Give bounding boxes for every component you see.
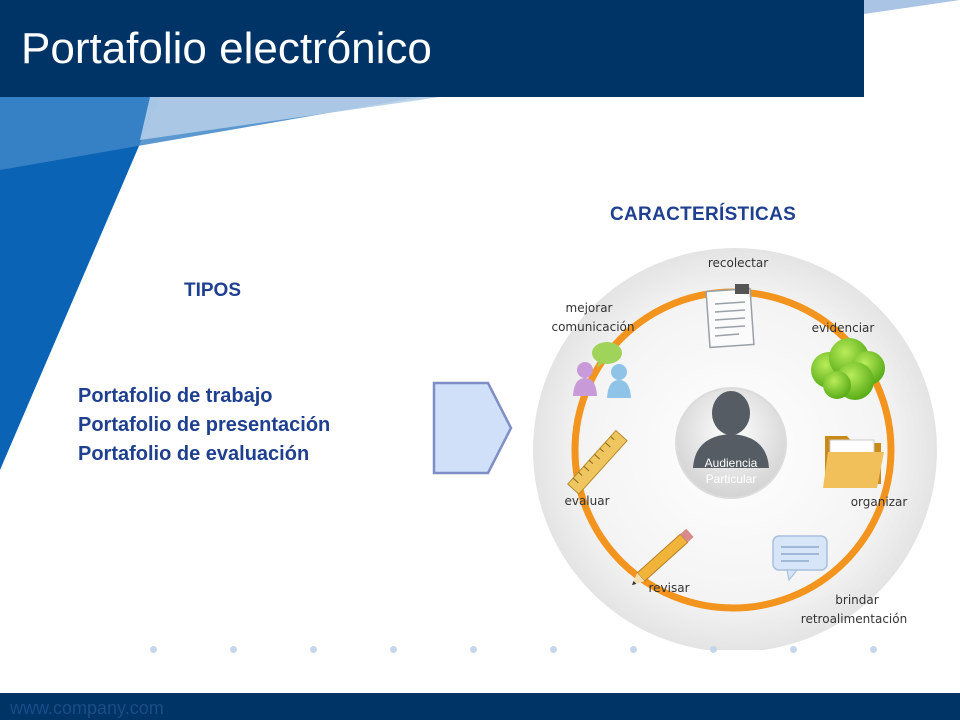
- dot: [150, 646, 157, 653]
- people-chat-icon: [573, 342, 631, 398]
- dot-separator: [146, 646, 886, 656]
- dot: [310, 646, 317, 653]
- caracteristicas-diagram: Audiencia Particular: [533, 248, 937, 650]
- tipo-item-presentacion: Portafolio de presentación: [78, 414, 331, 436]
- person-silhouette-icon: [693, 391, 769, 468]
- audience-center: Audiencia Particular: [675, 387, 787, 499]
- label-comunicacion: comunicación: [551, 320, 634, 334]
- dot: [630, 646, 637, 653]
- tipo-item-evaluacion: Portafolio de evaluación: [78, 443, 310, 465]
- tipos-heading: TIPOS: [184, 280, 242, 301]
- caracteristicas-heading: CARACTERÍSTICAS: [610, 204, 797, 225]
- dot: [790, 646, 797, 653]
- label-evidenciar: evidenciar: [812, 321, 875, 335]
- tipos-list: Portafolio de trabajo Portafolio de pres…: [78, 382, 330, 469]
- dot: [870, 646, 877, 653]
- document-icon: [705, 284, 755, 349]
- dot: [230, 646, 237, 653]
- footer-bar: www.company.com: [0, 693, 960, 720]
- dot: [390, 646, 397, 653]
- label-organizar: organizar: [851, 495, 908, 509]
- folder-icon: [823, 436, 884, 488]
- dot: [550, 646, 557, 653]
- dot: [710, 646, 717, 653]
- label-revisar: revisar: [648, 581, 689, 595]
- pencil-icon: [631, 528, 694, 586]
- title-bar: Portafolio electrónico: [0, 0, 864, 97]
- center-label-line2: Particular: [706, 472, 757, 486]
- ruler-icon: [567, 429, 628, 495]
- footer-url: www.company.com: [10, 698, 164, 718]
- label-evaluar: evaluar: [564, 494, 609, 508]
- dot: [470, 646, 477, 653]
- speech-bubble-icon: [772, 535, 828, 582]
- slide-title: Portafolio electrónico: [21, 24, 432, 73]
- label-brindar: brindar: [835, 593, 878, 607]
- arrow-shape: [432, 381, 513, 475]
- center-label-line1: Audiencia: [705, 456, 758, 470]
- label-recolectar: recolectar: [708, 256, 768, 270]
- label-mejorar: mejorar: [566, 301, 613, 315]
- green-cloud-icon: [811, 338, 885, 400]
- tipo-item-trabajo: Portafolio de trabajo: [78, 385, 273, 407]
- label-retroalimentacion: retroalimentación: [801, 612, 907, 626]
